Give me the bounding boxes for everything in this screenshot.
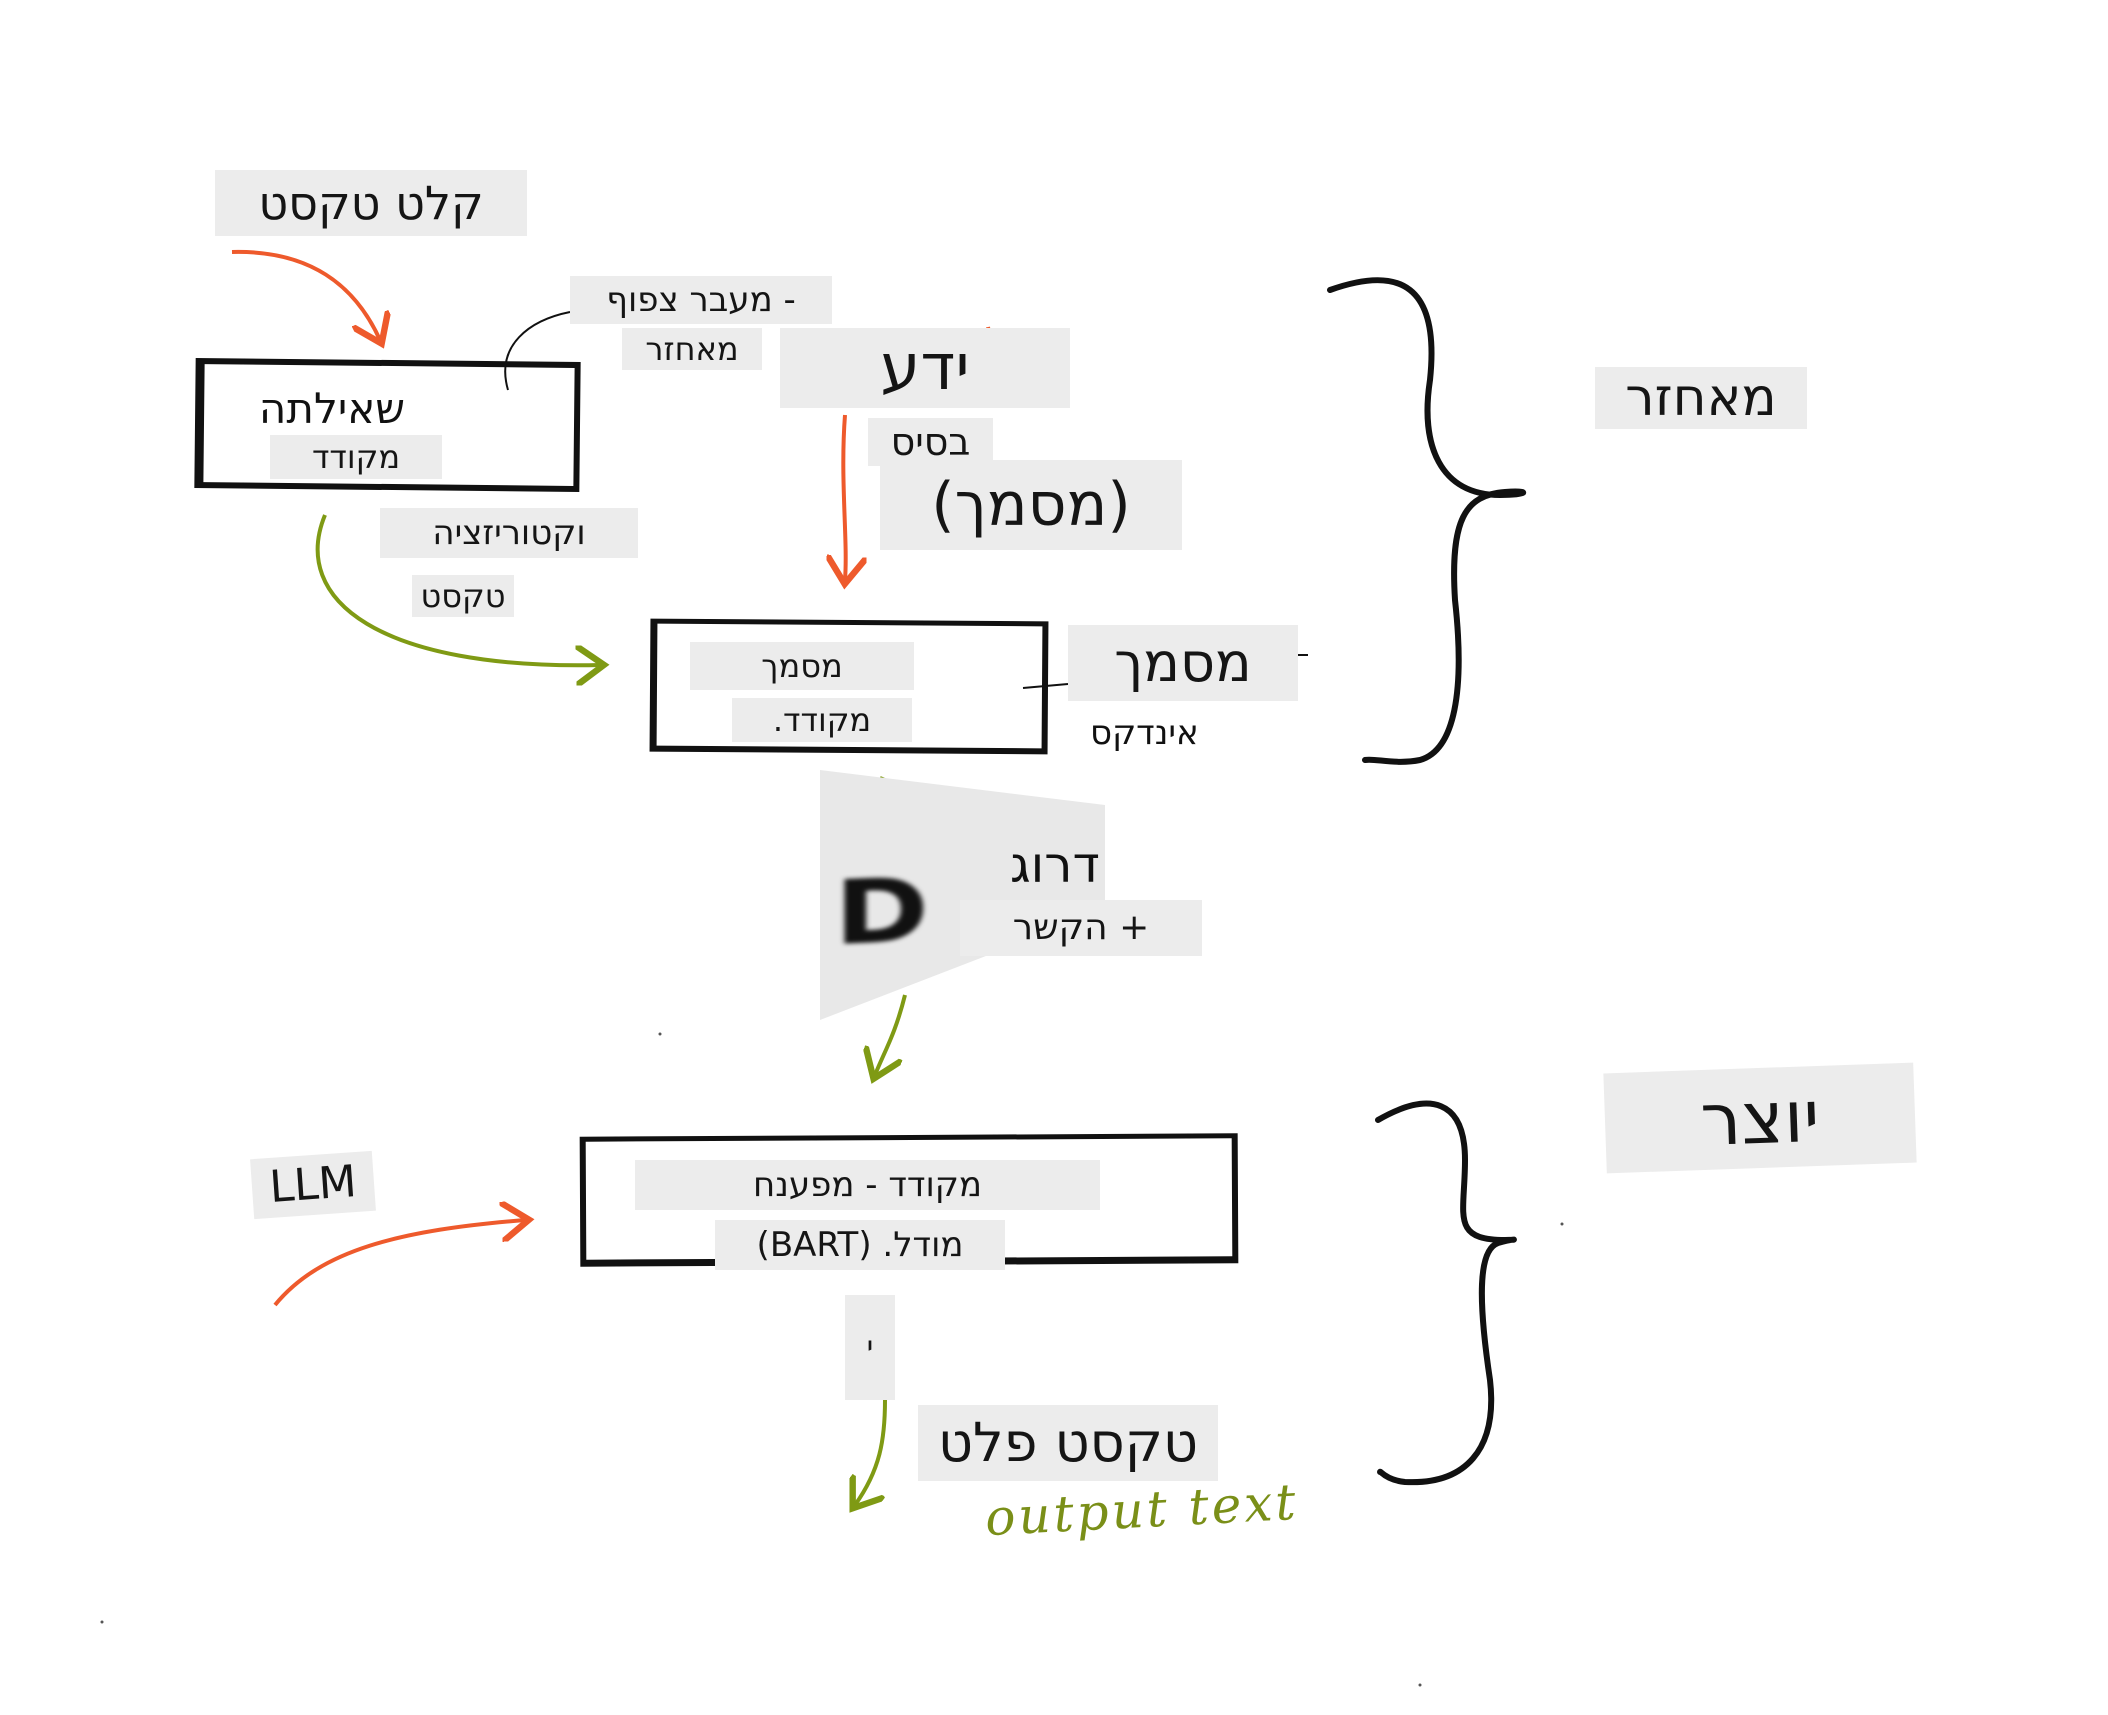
- doc-box-line1: מסמך: [690, 642, 914, 690]
- arrow-input-to-query: [231, 249, 380, 340]
- speck: [1560, 1222, 1564, 1226]
- document-right-label: מסמך: [1068, 625, 1298, 701]
- speck: [100, 1620, 104, 1624]
- speck: [1418, 1683, 1422, 1687]
- gen-box-line2: מודל. (BART): [715, 1220, 1005, 1270]
- arrow-ranker-to-generator: [875, 994, 907, 1075]
- context-label: + הקשר: [960, 900, 1202, 956]
- ranker-blur-glyph: D: [834, 858, 930, 965]
- output-text-label: טקסט פלט: [918, 1405, 1218, 1481]
- arrow-query-to-doc-encoder: [315, 514, 600, 665]
- llm-label: LLM: [250, 1150, 376, 1220]
- knowledge-label: ידע: [780, 328, 1070, 408]
- gen-box-line1: מקודד - מפענח: [635, 1160, 1100, 1210]
- retriever-small-label: מאחזר: [622, 328, 762, 370]
- arrow-llm-to-generator: [273, 1220, 525, 1307]
- vectorization-label: וקטוריזציה: [380, 508, 638, 558]
- rank-partial-label: דרוג: [1010, 836, 1100, 894]
- generator-brace: [1375, 1100, 1517, 1486]
- question-label: שאילתה: [258, 384, 406, 433]
- connector-dense-pass: [504, 311, 571, 391]
- encoder-q-label: מקודד: [270, 435, 442, 479]
- connector-doc-index: [1022, 683, 1069, 689]
- retriever-brace: [1327, 277, 1527, 765]
- speck: [658, 1032, 662, 1036]
- retriever-title: מאחזר: [1595, 367, 1807, 429]
- index-label: אינדקס: [1090, 713, 1199, 753]
- arrow-generator-to-output: [855, 1399, 887, 1505]
- document-paren-label: (מסמך): [880, 460, 1182, 550]
- input-text-label: קלט טקסט: [215, 170, 527, 236]
- doc-box-line2: מקודד.: [732, 698, 912, 742]
- dense-pass-label: - מעבר צפוף: [570, 276, 832, 324]
- base-label: בסיס: [868, 418, 993, 466]
- stray-mark-label: י: [845, 1295, 895, 1400]
- output-text-annotation: output text: [983, 1472, 1300, 1548]
- generator-title: יוצר: [1603, 1062, 1917, 1174]
- text-label: טקסט: [412, 575, 514, 617]
- arrow-knowledge-to-doc-encoder: [843, 414, 845, 580]
